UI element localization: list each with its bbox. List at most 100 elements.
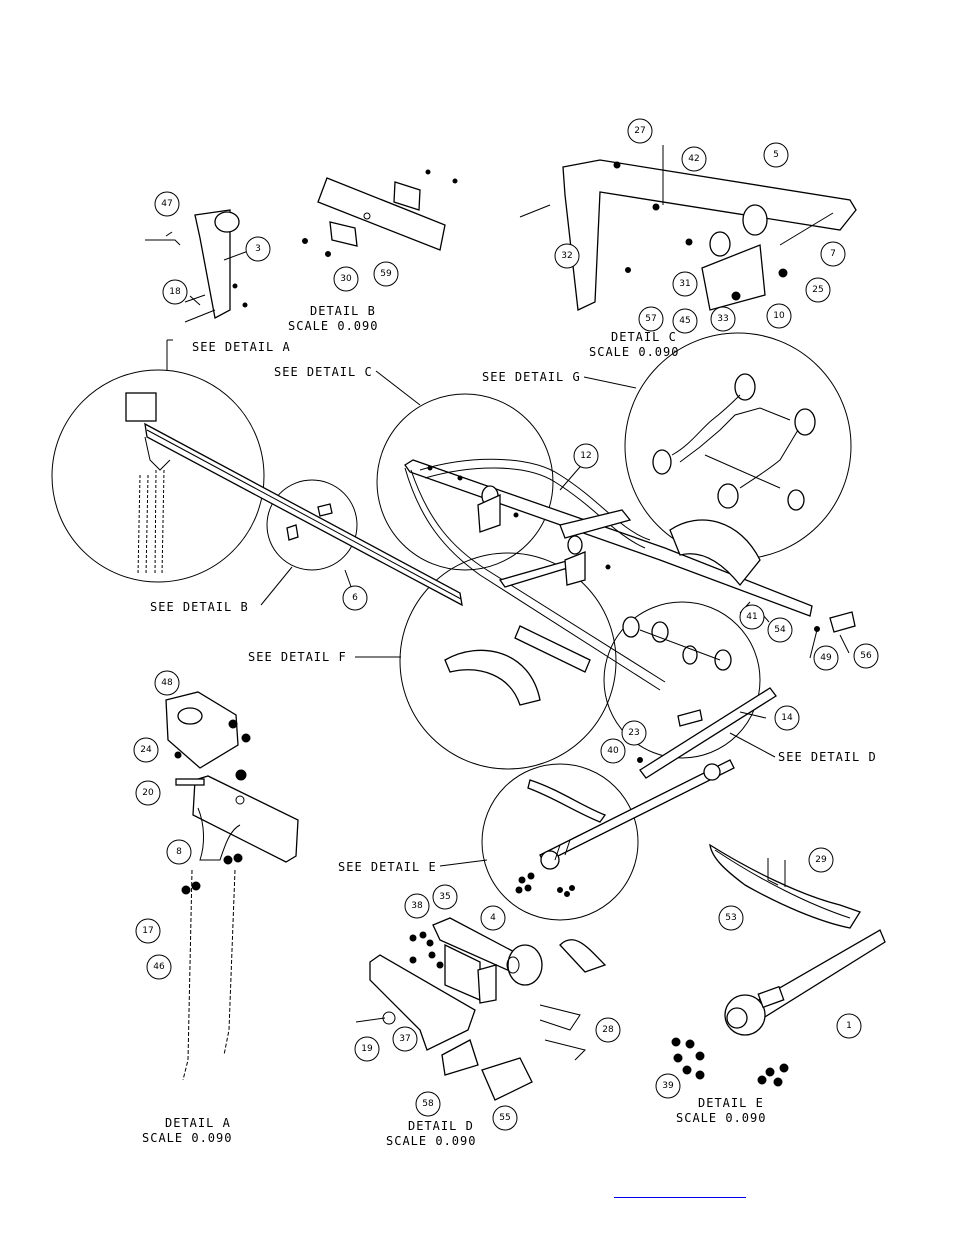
channel bbox=[317, 177, 446, 251]
detail-b-title: DETAIL B bbox=[310, 304, 376, 318]
detail-b-scale: SCALE 0.090 bbox=[288, 319, 378, 333]
balloon-41: 41 bbox=[739, 604, 765, 630]
svg-text:38: 38 bbox=[411, 901, 423, 911]
detail-a-drawing bbox=[165, 691, 299, 1081]
svg-text:27: 27 bbox=[634, 126, 645, 136]
svg-text:29: 29 bbox=[815, 855, 827, 865]
detail-a-circle bbox=[51, 369, 265, 583]
svg-text:40: 40 bbox=[607, 746, 619, 756]
detail-c-scale: SCALE 0.090 bbox=[589, 345, 679, 359]
detail-b-drawing bbox=[302, 169, 458, 257]
svg-text:33: 33 bbox=[717, 314, 728, 324]
balloon-47: 47 bbox=[154, 191, 180, 217]
balloon-12: 12 bbox=[573, 443, 599, 469]
balloon-39: 39 bbox=[655, 1073, 681, 1099]
svg-text:31: 31 bbox=[679, 279, 690, 289]
left-side-rail bbox=[404, 459, 813, 617]
balloon-57: 57 bbox=[638, 306, 664, 332]
svg-text:39: 39 bbox=[662, 1081, 674, 1091]
svg-text:1: 1 bbox=[846, 1021, 852, 1031]
svg-text:30: 30 bbox=[340, 274, 352, 284]
svg-text:32: 32 bbox=[561, 251, 572, 261]
detail-a-title: DETAIL A bbox=[165, 1116, 231, 1130]
detail-e-circle bbox=[481, 763, 639, 921]
svg-text:8: 8 bbox=[176, 847, 182, 857]
balloon-35: 35 bbox=[432, 884, 458, 910]
svg-text:49: 49 bbox=[820, 653, 832, 663]
detail-e-title: DETAIL E bbox=[698, 1096, 764, 1110]
balloon-28: 28 bbox=[595, 1017, 621, 1043]
hitch-coupler bbox=[125, 392, 157, 422]
balloon-58: 58 bbox=[415, 1091, 441, 1117]
see-detail-e: SEE DETAIL E bbox=[338, 860, 437, 874]
svg-text:47: 47 bbox=[161, 199, 172, 209]
rear-crossmember bbox=[639, 687, 777, 779]
underlined-link[interactable] bbox=[614, 1181, 746, 1198]
item-balloons: 27 42 5 47 3 18 30 59 32 7 31 25 57 45 3… bbox=[133, 118, 879, 1131]
detail-b-circle bbox=[266, 479, 358, 571]
svg-text:23: 23 bbox=[628, 728, 639, 738]
svg-text:10: 10 bbox=[773, 311, 785, 321]
hub bbox=[540, 850, 560, 870]
svg-text:58: 58 bbox=[422, 1099, 434, 1109]
jack-drawing bbox=[145, 209, 248, 323]
callout-labels: SEE DETAIL A SEE DETAIL C SEE DETAIL G S… bbox=[150, 340, 876, 874]
safety-chain-46 bbox=[181, 853, 243, 1081]
balloon-29: 29 bbox=[808, 847, 834, 873]
balloon-31: 31 bbox=[672, 271, 698, 297]
balloon-54: 54 bbox=[767, 617, 793, 643]
see-detail-f: SEE DETAIL F bbox=[248, 650, 347, 664]
balloon-49: 49 bbox=[813, 645, 839, 671]
balloon-17: 17 bbox=[135, 918, 161, 944]
svg-text:37: 37 bbox=[399, 1034, 410, 1044]
balloon-5: 5 bbox=[763, 142, 789, 168]
fasteners bbox=[427, 465, 820, 897]
svg-text:20: 20 bbox=[142, 788, 154, 798]
tail-light bbox=[829, 611, 856, 633]
balloon-19: 19 bbox=[354, 1036, 380, 1062]
balloon-48: 48 bbox=[154, 670, 180, 696]
balloon-14: 14 bbox=[774, 705, 800, 731]
balloon-37: 37 bbox=[392, 1026, 418, 1052]
balloon-6: 6 bbox=[342, 585, 368, 611]
svg-text:28: 28 bbox=[602, 1025, 614, 1035]
balloon-4: 4 bbox=[480, 905, 506, 931]
detail-g-circle bbox=[624, 332, 852, 560]
balloon-33: 33 bbox=[710, 306, 736, 332]
balloon-20: 20 bbox=[135, 780, 161, 806]
detail-e-drawing bbox=[671, 843, 886, 1087]
svg-text:42: 42 bbox=[688, 154, 699, 164]
svg-text:14: 14 bbox=[781, 713, 793, 723]
balloon-59: 59 bbox=[373, 261, 399, 287]
detail-captions: DETAIL B SCALE 0.090 DETAIL C SCALE 0.09… bbox=[142, 304, 765, 1148]
see-detail-c: SEE DETAIL C bbox=[274, 365, 373, 379]
axle-tube bbox=[749, 929, 886, 1021]
see-detail-a: SEE DETAIL A bbox=[192, 340, 291, 354]
svg-text:45: 45 bbox=[679, 316, 690, 326]
svg-text:59: 59 bbox=[380, 269, 392, 279]
balloon-40: 40 bbox=[600, 738, 626, 764]
balloon-7: 7 bbox=[820, 241, 846, 267]
detail-d-scale: SCALE 0.090 bbox=[386, 1134, 476, 1148]
balloon-24: 24 bbox=[133, 737, 159, 763]
detail-circles bbox=[51, 332, 852, 921]
balloon-53: 53 bbox=[718, 905, 744, 931]
detail-c-drawing bbox=[519, 145, 857, 311]
svg-text:24: 24 bbox=[140, 745, 152, 755]
svg-text:18: 18 bbox=[169, 287, 181, 297]
detail-c-circle bbox=[376, 393, 554, 571]
detail-d-drawing bbox=[355, 917, 607, 1101]
see-detail-g: SEE DETAIL G bbox=[482, 370, 581, 384]
balloon-32: 32 bbox=[554, 243, 580, 269]
detail-d-title: DETAIL D bbox=[408, 1119, 474, 1133]
svg-text:3: 3 bbox=[255, 244, 261, 254]
svg-text:55: 55 bbox=[499, 1113, 510, 1123]
svg-text:12: 12 bbox=[580, 451, 591, 461]
bunk-rollers bbox=[652, 373, 816, 511]
svg-text:54: 54 bbox=[774, 625, 786, 635]
balloon-45: 45 bbox=[672, 308, 698, 334]
svg-text:25: 25 bbox=[812, 285, 823, 295]
tail-light-55 bbox=[481, 1057, 533, 1101]
svg-text:35: 35 bbox=[439, 892, 450, 902]
